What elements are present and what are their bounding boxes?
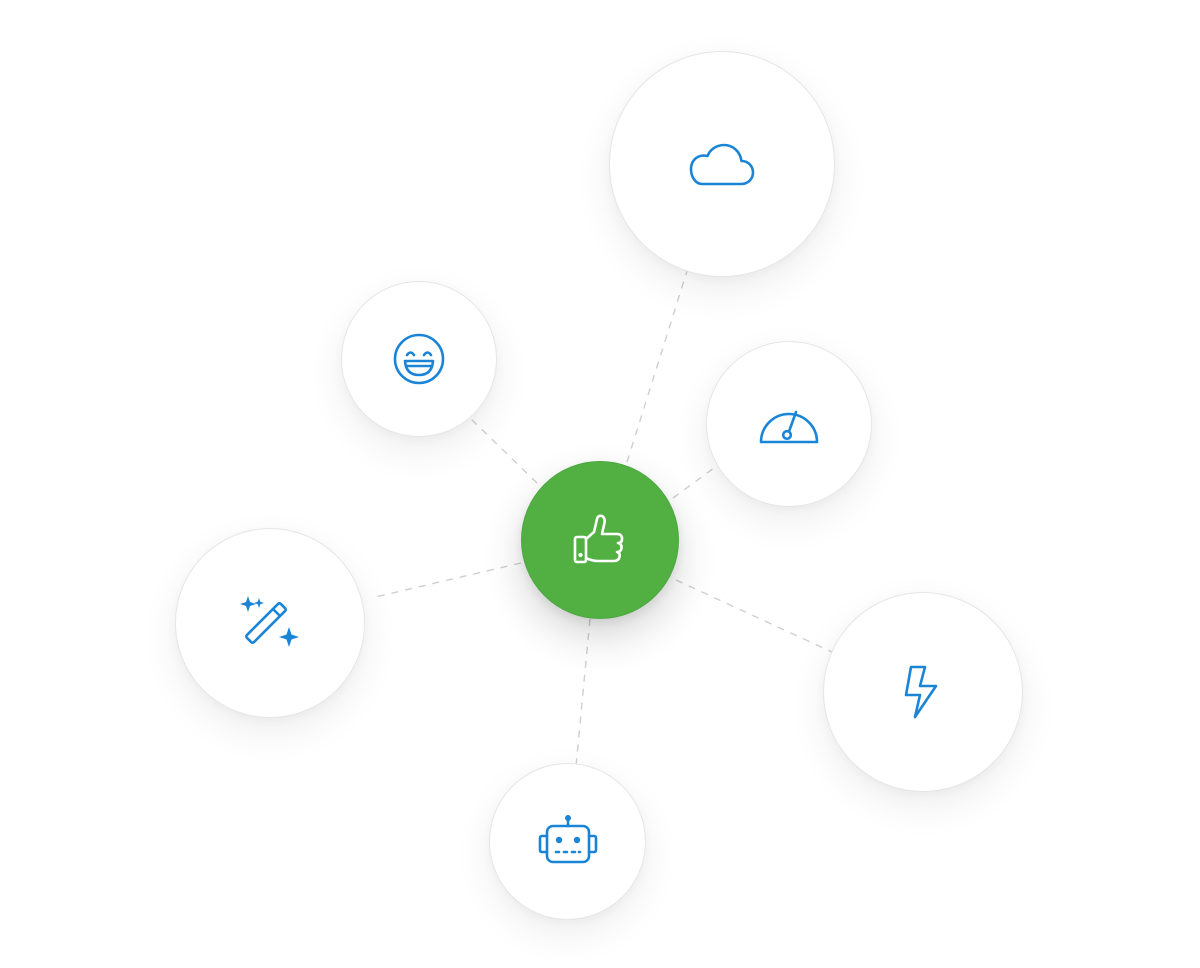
connector-hub-to-robot [575, 618, 591, 767]
speedometer-icon [759, 410, 819, 444]
connector-hub-to-gauge [672, 464, 719, 499]
grinning-face-icon [393, 333, 445, 385]
lightning-bolt-icon [904, 665, 938, 719]
node-smile[interactable] [341, 281, 497, 437]
thumbs-up-icon [573, 514, 624, 564]
connector-hub-to-cloud [626, 267, 689, 463]
connector-hub-to-wand [370, 562, 522, 599]
robot-icon [538, 814, 597, 863]
node-wand[interactable] [175, 528, 365, 718]
connector-hub-to-smile [469, 417, 538, 484]
node-gauge[interactable] [706, 341, 872, 507]
hub-node[interactable] [521, 461, 679, 619]
node-cloud[interactable] [609, 51, 835, 277]
cloud-icon [689, 143, 755, 186]
node-robot[interactable] [489, 763, 646, 920]
connector-hub-to-bolt [675, 579, 833, 653]
magic-wand-icon [240, 596, 299, 647]
node-bolt[interactable] [823, 592, 1023, 792]
